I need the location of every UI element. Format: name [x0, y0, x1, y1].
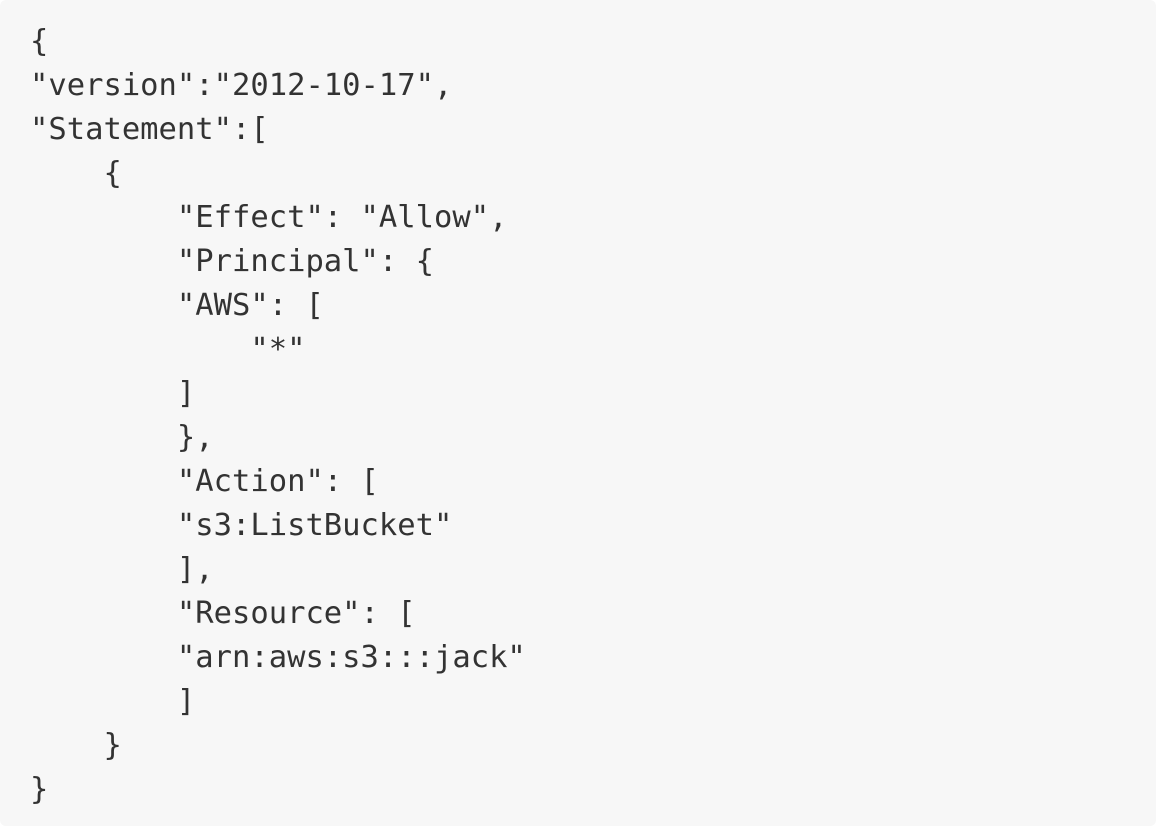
code-line: "version":"2012-10-17", — [30, 68, 453, 103]
code-line: "arn:aws:s3:::jack" — [30, 640, 526, 675]
code-line: { — [30, 24, 49, 59]
code-line: }, — [30, 420, 214, 455]
code-line: "Resource": [ — [30, 596, 416, 631]
code-line: "Effect": "Allow", — [30, 200, 508, 235]
code-line: "Statement":[ — [30, 112, 269, 147]
code-line: "Principal": { — [30, 244, 434, 279]
code-line: } — [30, 772, 49, 807]
code-line: ] — [30, 376, 196, 411]
code-line: ], — [30, 552, 214, 587]
code-line: "s3:ListBucket" — [30, 508, 453, 543]
code-line: "*" — [30, 332, 306, 367]
code-line: } — [30, 728, 122, 763]
code-line: { — [30, 156, 122, 191]
code-line: "AWS": [ — [30, 288, 324, 323]
code-line: ] — [30, 684, 196, 719]
code-line: "Action": [ — [30, 464, 379, 499]
